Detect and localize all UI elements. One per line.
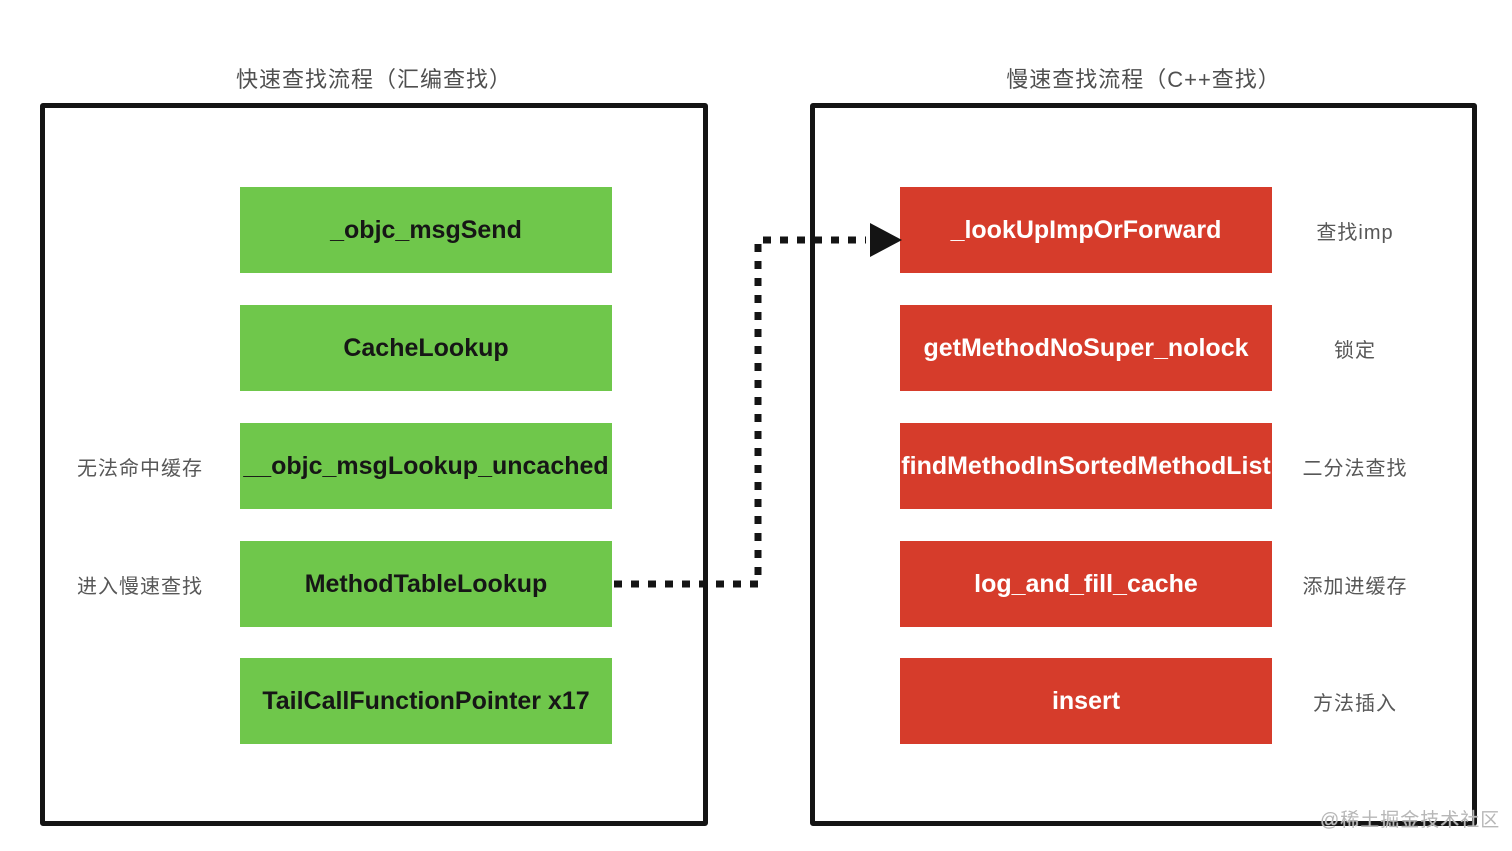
node-findmethodinsortedmethodlist: findMethodInSortedMethodList xyxy=(900,423,1272,509)
node-insert: insert xyxy=(900,658,1272,744)
annotation-find-imp: 查找imp xyxy=(1316,221,1394,244)
watermark: @稀土掘金技术社区 xyxy=(1320,810,1501,831)
slow-lookup-panel-title: 慢速查找流程（C++查找） xyxy=(1006,67,1281,92)
annotation-add-to-cache: 添加进缓存 xyxy=(1302,575,1408,598)
node-objc-msglookup-uncached: __objc_msgLookup_uncached xyxy=(240,423,612,509)
node-lookupimporforward: _lookUpImpOrForward xyxy=(900,187,1272,273)
node-tailcallfunctionpointer: TailCallFunctionPointer x17 xyxy=(240,658,612,744)
annotation-cache-miss: 无法命中缓存 xyxy=(77,457,203,480)
node-cachelookup: CacheLookup xyxy=(240,305,612,391)
node-log-and-fill-cache: log_and_fill_cache xyxy=(900,541,1272,627)
node-getmethodnosuper-nolock: getMethodNoSuper_nolock xyxy=(900,305,1272,391)
annotation-lock: 锁定 xyxy=(1334,339,1376,362)
node-methodtablelookup: MethodTableLookup xyxy=(240,541,612,627)
annotation-method-insert: 方法插入 xyxy=(1313,692,1397,715)
annotation-enter-slow-lookup: 进入慢速查找 xyxy=(77,575,203,598)
fast-lookup-panel-title: 快速查找流程（汇编查找） xyxy=(235,67,512,92)
annotation-binary-search: 二分法查找 xyxy=(1302,457,1408,480)
node-objc-msgsend: _objc_msgSend xyxy=(240,187,612,273)
